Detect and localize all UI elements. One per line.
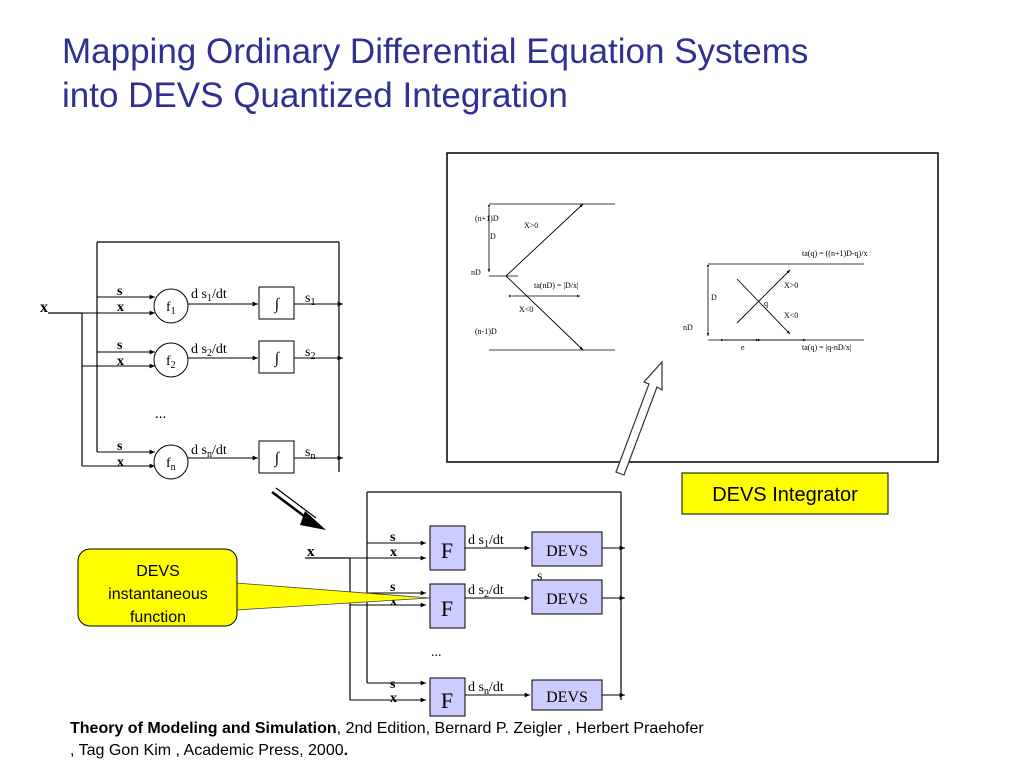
citation-authors: , 2nd Edition, Bernard P. Zeigler , Herb… [336,720,704,737]
ode-row-1-integral-sign: ∫ [274,296,281,314]
devs-integrator-label: DEVS Integrator [712,484,858,506]
ode-row-n-function-node [153,444,189,480]
ode-row-n-derivative: d sn/dt [191,443,227,460]
ode-row-1-derivative: d s1/dt [191,287,227,304]
q-label: q [764,299,768,308]
devs-row-n-derivative: d sn/dt [468,680,504,697]
page-title: Mapping Ordinary Differential Equation S… [62,30,982,118]
callout-line-3: function [130,609,186,626]
quantum-d-left: D [490,232,496,241]
devs-row-n-integrator-label: DEVS [546,689,588,706]
ode-row-n-s: s [117,439,123,454]
quantization-left: (n+1)D D nD (n-1)D X>0 X<0 ta(nD) = |D/x… [471,203,615,351]
e-label: e [741,343,745,352]
citation-publisher: , Tag Gon Kim , Academic Press, 2000 [70,742,344,759]
ode-row-n-output: sn [305,445,315,462]
ode-row-n-func: fn [166,456,176,473]
devs-row-n: s x F d sn/dt DEVS [350,677,625,717]
ta-q-bottom: ta(q) = |q-nD/x| [802,343,851,352]
devs-row-n-x: x [390,691,397,706]
devs-system-block: x s x F d s1/dt DEVS s s x F d s2/dt [305,491,625,717]
devs-row-n-function-box [429,677,466,717]
devs-row-2-integrator-label: DEVS [546,591,588,608]
devs-row-1-function-box [429,525,466,571]
x-positive-right: X>0 [784,281,798,290]
ode-row-1-output: s1 [305,291,315,308]
devs-function-callout: DEVS instantaneous function [77,548,431,627]
ode-system-block: x s x f1 d s1/dt ∫ s1 s x f2 d s2/dt [40,241,343,480]
callout-line-1: DEVS [136,563,180,580]
ode-row-1-func: f1 [166,300,176,317]
title-line-2: into DEVS Quantized Integration [62,76,568,115]
ode-row-1-integrator [258,286,295,320]
ode-ellipsis: ... [155,406,166,422]
ode-row-2-derivative: d s2/dt [191,342,227,359]
x-negative-left: X<0 [519,305,533,314]
devs-integrator-callout: DEVS Integrator [681,472,889,515]
ode-row-2-output: s2 [305,345,315,362]
ode-row-1: s x f1 d s1/dt ∫ s1 [82,284,343,324]
devs-row-1-s: s [390,530,396,545]
callout-pointer-arrow [615,360,663,476]
devs-row-n-s: s [390,677,396,692]
ode-row-2-integral-sign: ∫ [274,350,281,368]
ode-row-n: s x fn d sn/dt ∫ sn [82,439,343,480]
ta-nd-label: ta(nD) = |D/x| [534,281,579,290]
devs-row-1-func: F [441,538,453,563]
devs-row-1-derivative: d s1/dt [468,533,504,550]
devs-row-2-s: s [390,580,396,595]
devs-input-x: x [307,544,315,560]
x-negative-right: X<0 [784,311,798,320]
devs-row-1-x: x [390,545,397,560]
level-n-plus-1: (n+1)D [475,214,499,223]
ode-row-1-function-node [153,288,189,324]
ode-row-2-x: x [117,354,124,369]
devs-row-2-derivative: d s2/dt [468,583,504,600]
citation-title: Theory of Modeling and Simulation [70,720,337,737]
devs-row-1-integrator-box [531,531,603,567]
devs-row-n-func: F [441,688,453,713]
devs-row-2-integrator-box [531,579,603,615]
level-n-minus-1: (n-1)D [475,327,497,336]
level-n-right: nD [683,323,693,332]
ta-q-top: ta(q) = ((n+1)D-q)/x [802,249,867,258]
ode-row-2-integrator [258,340,295,374]
ode-row-1-s: s [117,284,123,299]
ode-row-1-x: x [117,300,124,315]
ode-row-2-s: s [117,338,123,353]
ode-row-n-integral-sign: ∫ [274,450,281,468]
quantization-panel: (n+1)D D nD (n-1)D X>0 X<0 ta(nD) = |D/x… [446,152,939,463]
devs-ellipsis: ... [431,645,442,660]
devs-stray-s: s [537,569,542,584]
x-positive-left: X>0 [524,221,538,230]
quantization-right: ta(q) = ((n+1)D-q)/x X>0 q X<0 D nD e ta… [683,249,867,352]
title-line-1: Mapping Ordinary Differential Equation S… [62,32,809,71]
level-n: nD [471,268,481,277]
ode-row-2-func: f2 [166,354,176,371]
devs-row-2: s x F d s2/dt DEVS [350,579,625,629]
devs-row-2-x: x [390,594,397,609]
ode-row-2: s x f2 d s2/dt ∫ s2 [82,338,343,378]
ode-row-n-x: x [117,455,124,470]
ode-row-n-integrator [258,440,295,474]
ode-input-x: x [40,299,48,316]
devs-row-1-integrator-label: DEVS [546,543,588,560]
quantum-d-right: D [711,293,717,302]
ode-row-2-function-node [153,342,189,378]
citation-end: . [343,742,349,759]
mapping-arrow [271,487,326,530]
citation: Theory of Modeling and Simulation, 2nd E… [70,718,890,762]
devs-row-1: s x F d s1/dt DEVS [350,525,625,571]
devs-row-2-func: F [441,596,453,621]
devs-row-2-function-box [429,583,466,629]
callout-line-2: instantaneous [108,586,208,603]
